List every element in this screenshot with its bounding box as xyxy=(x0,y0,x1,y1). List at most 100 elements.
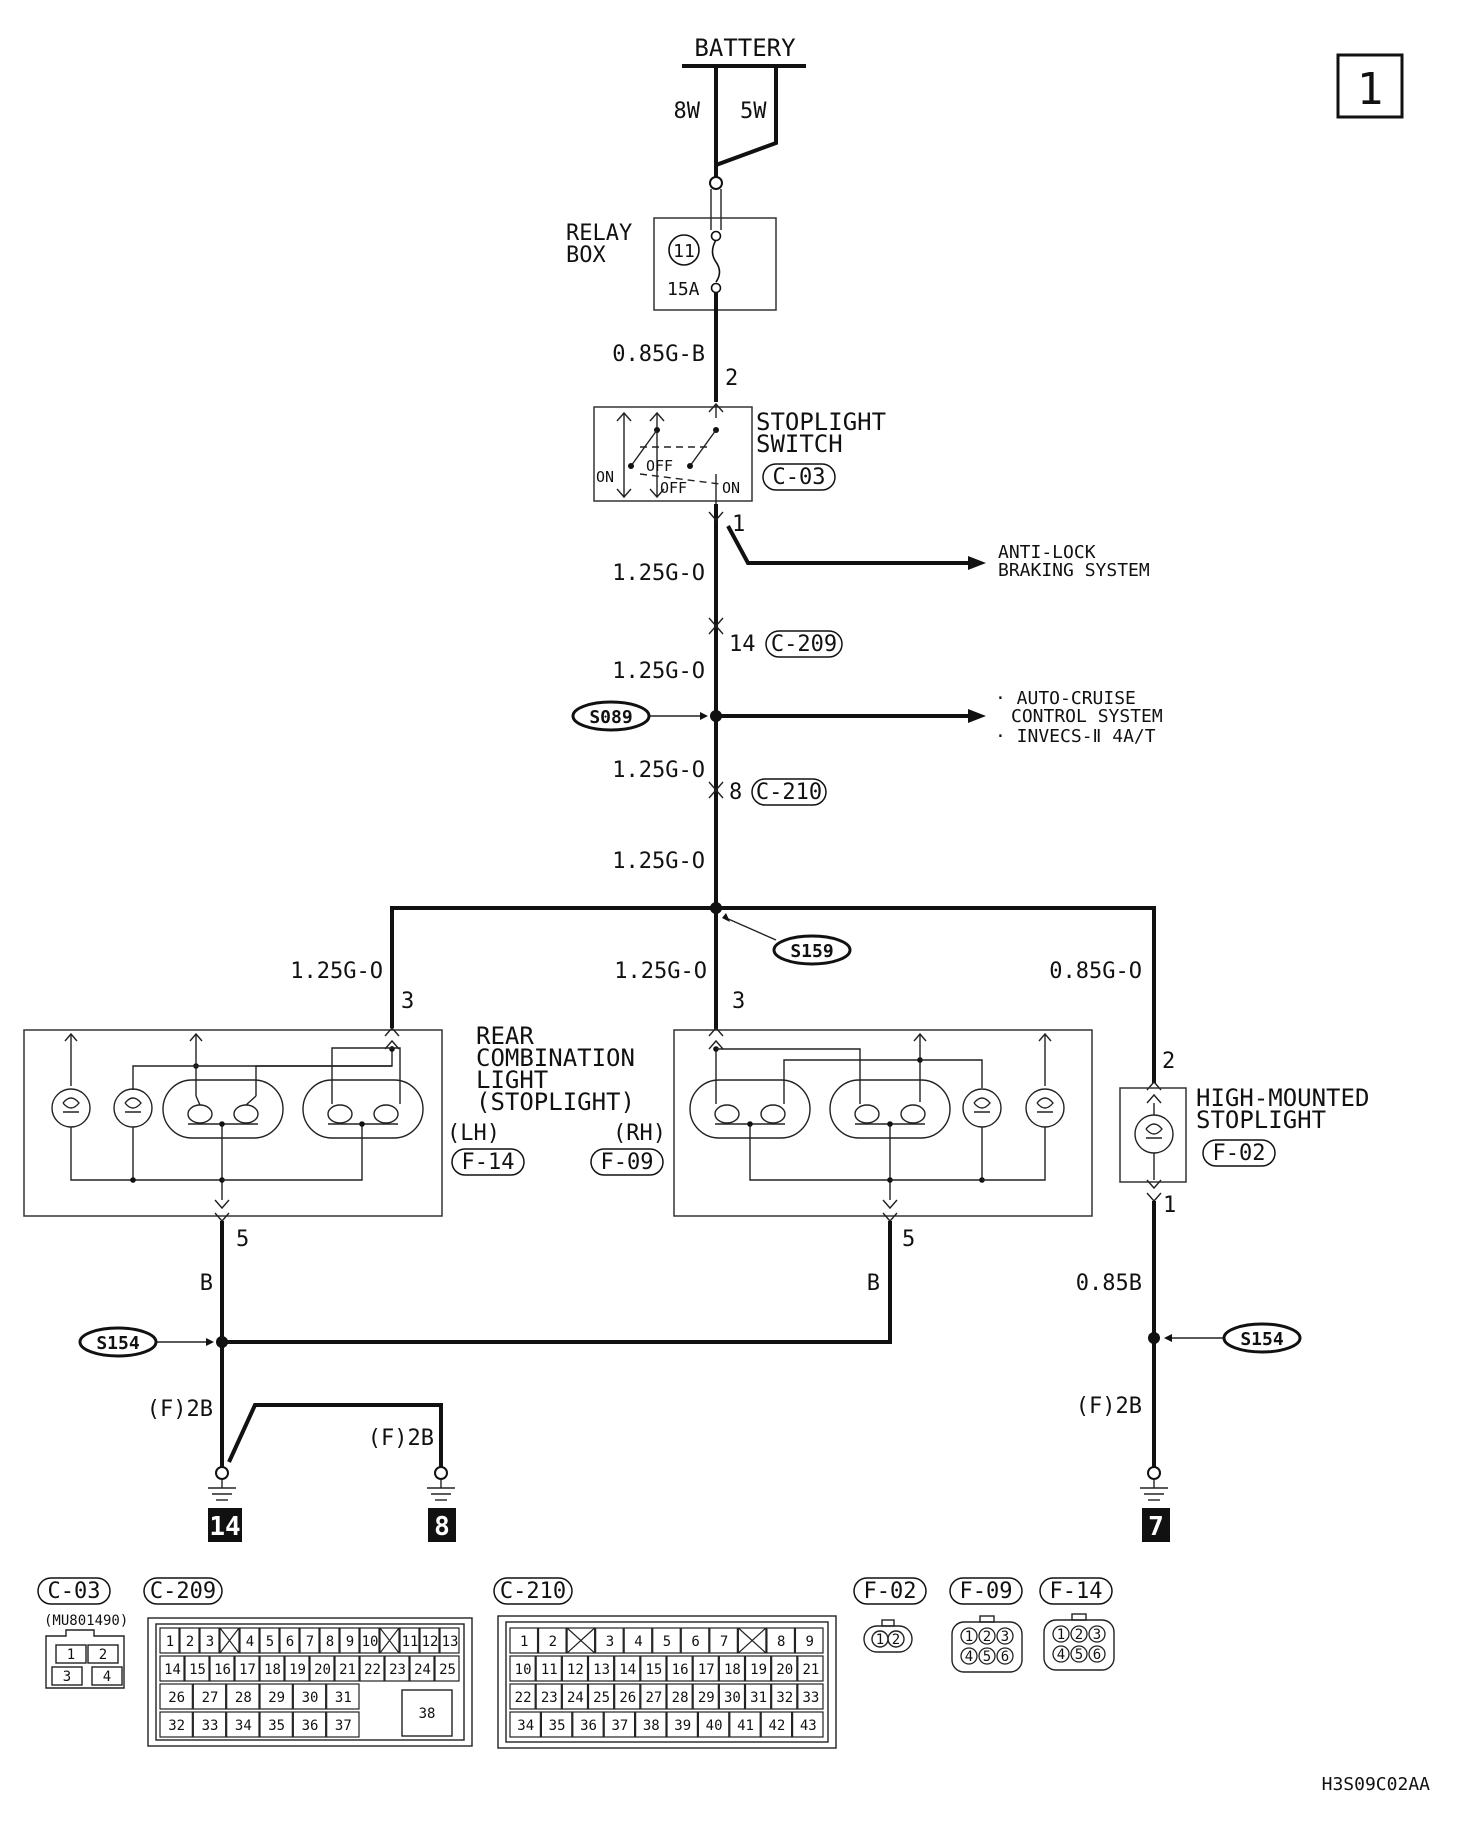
c210-face-cell xyxy=(537,1627,567,1654)
rear-combination-label: REAR COMBINATION LIGHT (STOPLIGHT) xyxy=(476,1022,635,1116)
s089-splice: S089 xyxy=(589,707,632,728)
wire-label-rh-ground: B xyxy=(867,1271,880,1296)
c209-face-pin: 4 xyxy=(246,1634,254,1650)
ground-7: 7 xyxy=(1148,1512,1164,1542)
connector-c209-inline xyxy=(708,617,724,635)
c209-face-blank-cell xyxy=(219,1627,240,1654)
switch-on-right: ON xyxy=(722,479,740,497)
c210-face-cell xyxy=(744,1655,772,1682)
wire-label-ground-a: (F)2B xyxy=(147,1397,213,1422)
c210-face-pin: 18 xyxy=(724,1662,741,1678)
c210-face-cell xyxy=(509,1683,536,1710)
c209-face-cell xyxy=(159,1711,193,1738)
f02-pin-1: 1 xyxy=(876,1632,884,1648)
c209-face-cell xyxy=(159,1655,185,1682)
c210-face-pin: 15 xyxy=(645,1662,662,1678)
c210-face-cell xyxy=(760,1711,793,1738)
c210-face-blank-cell xyxy=(566,1627,596,1654)
switch-label-1: STOPLIGHT xyxy=(756,408,886,436)
ground-14-badge xyxy=(208,1508,242,1542)
f09-pin-ring xyxy=(978,1627,996,1645)
c209-face-cell xyxy=(292,1711,327,1738)
c210-face-cell xyxy=(595,1627,624,1654)
c210-face-pin: 40 xyxy=(706,1718,723,1734)
c210-face-pin: 12 xyxy=(567,1662,584,1678)
f14-pin: 4 xyxy=(1057,1647,1065,1663)
switch-connector: C-03 xyxy=(773,465,826,490)
c209-face-cell xyxy=(434,1655,460,1682)
c03-pin-4: 4 xyxy=(103,1669,111,1685)
relay-box: RELAY BOX 11 15A xyxy=(566,217,777,311)
f09-pin: 3 xyxy=(1001,1629,1009,1645)
c210-face-cell xyxy=(561,1683,589,1710)
c210-face-pin: 29 xyxy=(698,1690,715,1706)
c209-face-cell xyxy=(439,1627,460,1654)
fuse-number: 11 xyxy=(673,241,695,262)
ground-symbol-8: 8 xyxy=(427,1466,456,1542)
c209-face-cell xyxy=(379,1627,400,1654)
c210-face-pin: 41 xyxy=(737,1718,754,1734)
c210-face-cell xyxy=(791,1711,824,1738)
c210-face-pin: 4 xyxy=(634,1634,642,1650)
c210-face-pin: 5 xyxy=(663,1634,671,1650)
rh-side: (RH) xyxy=(613,1121,666,1146)
c210-connector: C-210 xyxy=(756,780,822,805)
s159-splice-pill xyxy=(772,934,852,966)
c210-face-pin: 22 xyxy=(515,1690,532,1706)
f09-pin-ring xyxy=(960,1647,978,1665)
c209-face-cell xyxy=(309,1655,335,1682)
c209-face-cell xyxy=(219,1627,240,1654)
c209-face-pin: 2 xyxy=(186,1634,194,1650)
c209-pin: 14 xyxy=(729,632,756,657)
s159-junction xyxy=(710,902,722,914)
wire-label-after-c209: 1.25G-O xyxy=(612,659,705,684)
c209-face-pin: 8 xyxy=(326,1634,334,1650)
c209-face-cell xyxy=(209,1655,235,1682)
c210-face-pin: 23 xyxy=(541,1690,558,1706)
c209-face-pin: 13 xyxy=(442,1634,459,1650)
rear-combination-light-lh: 3 5 (LH) xyxy=(23,989,525,1252)
c209-face-cell xyxy=(159,1627,180,1654)
relay-box-label-2: BOX xyxy=(566,243,606,268)
c209-face-pin: 5 xyxy=(266,1634,274,1650)
s154-right-pointer-head xyxy=(1164,1334,1172,1342)
c210-face-pin: 37 xyxy=(611,1718,628,1734)
f09-pin: 2 xyxy=(983,1629,991,1645)
rh-connector-pill xyxy=(590,1148,664,1176)
c209-face-cell xyxy=(192,1711,227,1738)
c210-face-cell xyxy=(640,1683,667,1710)
c210-face-cell xyxy=(709,1627,738,1654)
s154-right-junction xyxy=(1148,1332,1160,1344)
c210-face-pin: 14 xyxy=(619,1662,636,1678)
c209-face-cell xyxy=(199,1627,220,1654)
wire-label-switch-out: 1.25G-O xyxy=(612,561,705,586)
c210-face-pin: 38 xyxy=(643,1718,660,1734)
f14-pin-ring xyxy=(1070,1625,1088,1643)
ground-14: 14 xyxy=(209,1512,240,1542)
c209-face-pin: 26 xyxy=(168,1690,185,1706)
c210-face-pin: 33 xyxy=(802,1690,819,1706)
c210-face-cell xyxy=(697,1711,730,1738)
ground-symbol-7: 7 xyxy=(1140,1466,1170,1542)
f14-pin-ring xyxy=(1088,1645,1106,1663)
c209-face-pin: 21 xyxy=(339,1662,356,1678)
f09-pin: 4 xyxy=(965,1649,973,1665)
c210-face-cell xyxy=(535,1655,562,1682)
f09-pin: 5 xyxy=(983,1649,991,1665)
c210-face-cell xyxy=(692,1683,719,1710)
ground-symbol-14: 14 xyxy=(208,1466,242,1542)
c210-face-pin: 8 xyxy=(777,1634,785,1650)
c209-face-pin: 22 xyxy=(364,1662,381,1678)
hm-connector-pill xyxy=(1202,1139,1276,1167)
battery-feed-wire-5w xyxy=(715,66,778,167)
fuse-terminal-bottom xyxy=(710,282,722,294)
c03-part: (MU801490) xyxy=(44,1613,128,1629)
f14-pin: 5 xyxy=(1075,1647,1083,1663)
c210-face-cell xyxy=(572,1711,604,1738)
c209-face-blank-cell xyxy=(379,1627,400,1654)
